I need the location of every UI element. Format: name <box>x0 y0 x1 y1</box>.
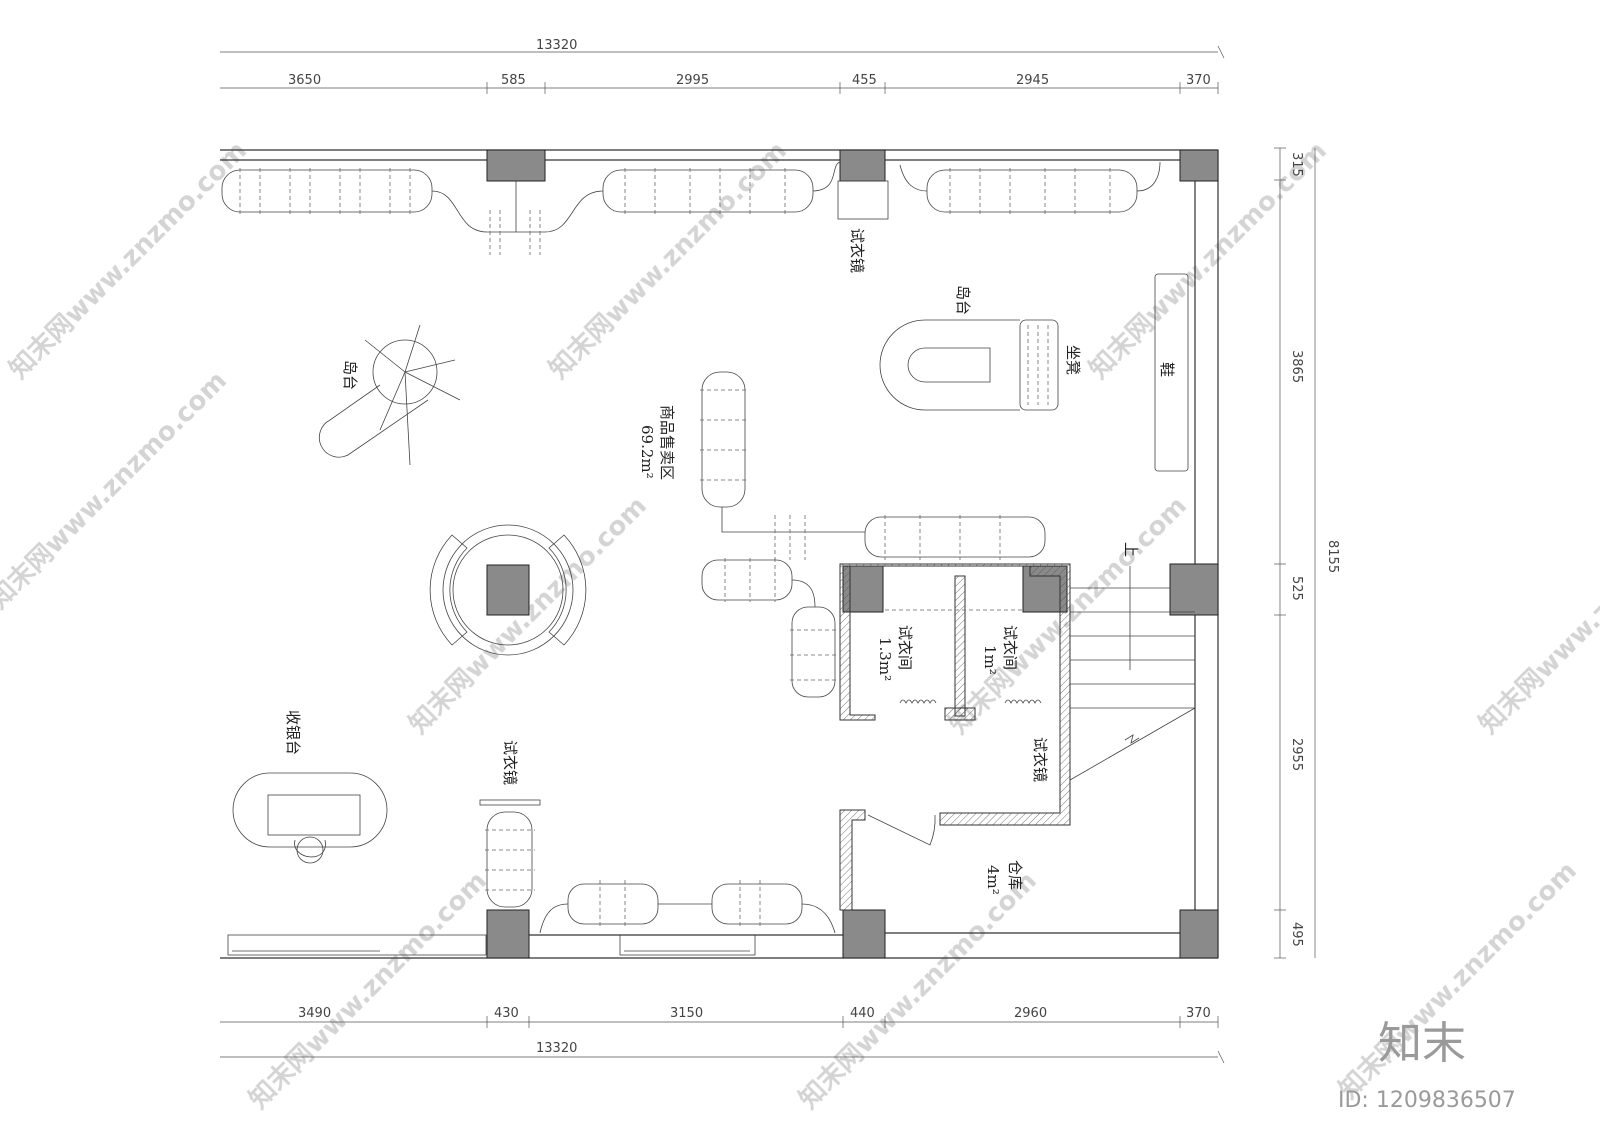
round-display <box>429 524 587 656</box>
column <box>486 149 546 182</box>
watermark-text: 知末网www.znzmo.com <box>544 136 793 385</box>
mirror-label-top: 试衣镜 <box>848 228 866 273</box>
dim-bottom-2: 430 <box>494 1006 519 1021</box>
mirror-label-left: 试衣镜 <box>501 740 519 785</box>
column <box>1179 149 1219 182</box>
fitting-rooms <box>839 563 1071 826</box>
cashier-desk <box>232 772 388 864</box>
dim-right-1: 315 <box>1289 152 1304 177</box>
island-right <box>879 319 1059 411</box>
shoe-shelf <box>1154 273 1189 472</box>
dim-top-3: 2995 <box>676 73 709 88</box>
island-label-left: 岛台 <box>341 360 359 390</box>
column <box>1169 563 1219 616</box>
dim-right-total: 8155 <box>1325 540 1340 573</box>
dim-top-4: 455 <box>852 73 877 88</box>
cashier-label: 收银台 <box>284 710 302 755</box>
dim-top-1: 3650 <box>288 73 321 88</box>
column <box>486 909 530 959</box>
dim-bottom-total: 13320 <box>536 1041 577 1056</box>
stool-label: 坐凳 <box>1064 345 1082 375</box>
dim-bottom-1: 3490 <box>298 1006 331 1021</box>
bottom-racks <box>539 880 836 934</box>
storage-room <box>839 809 936 911</box>
column <box>842 909 886 959</box>
sales-area-size: 69.2m² <box>638 425 656 479</box>
fitting-room-2-label: 试衣间 <box>1001 625 1019 670</box>
dim-top-5: 2945 <box>1016 73 1049 88</box>
top-dimensions: 13320 3650 585 2995 455 2945 370 <box>220 38 1225 94</box>
dim-right-4: 2955 <box>1289 738 1304 771</box>
dim-top-2: 585 <box>501 73 526 88</box>
bottom-dimensions: 3490 430 3150 440 2960 370 13320 <box>220 1006 1225 1064</box>
mirror-label-fitting: 试衣镜 <box>1031 737 1049 782</box>
brand-watermark: 知末 <box>1378 1018 1466 1069</box>
dim-top-6: 370 <box>1186 73 1211 88</box>
storage-label: 仓库 <box>1006 860 1024 890</box>
watermark-text: 知末网www.znzmo.com <box>794 866 1043 1115</box>
up-label: 上 <box>1122 542 1140 557</box>
left-mirror-rack <box>479 799 541 908</box>
central-racks <box>700 371 1046 698</box>
sales-area-label: 商品售卖区 <box>658 405 676 480</box>
dim-right-5: 495 <box>1289 922 1304 947</box>
fitting-room-1-size: 1.3m² <box>876 637 894 681</box>
right-dimensions: 315 3865 525 2955 495 8155 <box>1274 147 1340 959</box>
dim-right-2: 3865 <box>1289 350 1304 383</box>
shoes-label: 鞋 <box>1158 362 1176 377</box>
island-left <box>318 324 461 466</box>
storage-size: 4m² <box>984 865 1002 895</box>
stairs <box>1069 566 1196 781</box>
dim-right-3: 525 <box>1289 576 1304 601</box>
watermark-layer: 知末网www.znzmo.com 知末网www.znzmo.com 知末网www… <box>0 136 1600 1115</box>
watermark-text: 知末网www.znzmo.com <box>244 866 493 1115</box>
column <box>1179 909 1219 959</box>
island-label-right: 岛台 <box>954 285 972 315</box>
top-clothing-racks <box>221 161 1161 255</box>
watermark-text: 知末网www.znzmo.com <box>0 366 233 615</box>
fitting-room-2-size: 1m² <box>981 645 999 675</box>
fitting-room-1-label: 试衣间 <box>896 625 914 670</box>
walls <box>220 149 1219 959</box>
watermark-text: 知末网www.znzmo.com <box>4 136 253 385</box>
id-watermark: ID: 1209836507 <box>1338 1088 1516 1113</box>
column <box>839 149 886 182</box>
dim-bottom-5: 2960 <box>1014 1006 1047 1021</box>
dim-top-total: 13320 <box>536 38 577 53</box>
watermark-text: 知末网www.znzmo.com <box>1474 491 1600 740</box>
dim-bottom-3: 3150 <box>670 1006 703 1021</box>
dim-bottom-4: 440 <box>850 1006 875 1021</box>
dim-bottom-6: 370 <box>1186 1006 1211 1021</box>
